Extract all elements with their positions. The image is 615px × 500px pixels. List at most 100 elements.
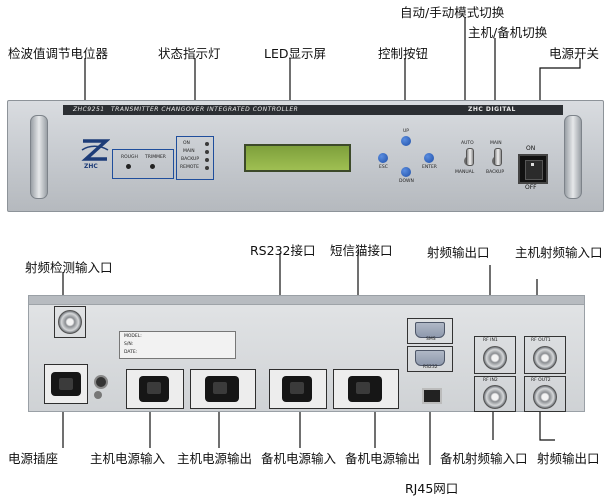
label-led-screen: LED显示屏 bbox=[264, 46, 326, 61]
nameplate-model: MODEL: bbox=[124, 334, 142, 339]
right-handle bbox=[564, 115, 582, 199]
power-on-label: ON bbox=[526, 145, 536, 152]
power-switch[interactable] bbox=[518, 154, 548, 184]
nameplate-sn: S/N: bbox=[124, 342, 134, 347]
ground-terminal[interactable] bbox=[94, 391, 102, 399]
label-main-rf-in: 主机射频输入口 bbox=[515, 245, 603, 260]
label-main-backup: 主机/备机切换 bbox=[468, 25, 548, 40]
sms-connector-frame: SMS bbox=[407, 318, 453, 344]
main-power-in-frame bbox=[126, 369, 184, 409]
label-indicator: 状态指示灯 bbox=[158, 46, 221, 61]
front-title: TRANSMITTER CHANGOVER INTEGRATED CONTROL… bbox=[111, 106, 299, 113]
rf-out-bottom-connector[interactable] bbox=[533, 385, 557, 409]
led-display-screen bbox=[244, 144, 351, 172]
label-control-buttons: 控制按钮 bbox=[378, 46, 429, 61]
nameplate-date: DATE: bbox=[124, 350, 138, 355]
power-inlet-socket[interactable] bbox=[51, 372, 81, 396]
rs232-db9-connector[interactable] bbox=[415, 350, 445, 366]
power-mark-icon bbox=[531, 163, 534, 166]
main-label: MAIN bbox=[490, 141, 502, 146]
label-backup-rf-in: 备机射频输入口 bbox=[440, 451, 528, 466]
backup-label: BACKUP bbox=[486, 170, 505, 175]
front-brand: ZHC DIGITAL bbox=[468, 106, 516, 113]
backup-power-in-frame bbox=[269, 369, 327, 409]
label-auto-manual: 自动/手动模式切换 bbox=[400, 5, 505, 20]
sms-db9-connector[interactable] bbox=[415, 322, 445, 338]
status-indicator-group: ON MAIN BACKUP REMOTE bbox=[176, 136, 214, 180]
rear-panel: MODEL: S/N: DATE: SMS RS232 RF IN1 RF OU… bbox=[28, 295, 585, 412]
auto-manual-toggle[interactable] bbox=[466, 148, 474, 166]
label-rf-detect-in: 射频检测输入口 bbox=[25, 260, 113, 275]
rf-detect-bnc-connector[interactable] bbox=[58, 310, 82, 334]
main-backup-toggle[interactable] bbox=[494, 148, 502, 166]
logo-text: ZHC bbox=[84, 163, 98, 170]
potentiometer-group: ROUGH TRIMMER bbox=[112, 149, 174, 179]
indicator-label-on: ON bbox=[183, 141, 190, 146]
down-label: DOWN bbox=[399, 179, 414, 184]
fuse-holder[interactable] bbox=[94, 375, 108, 389]
rj45-port[interactable] bbox=[422, 388, 442, 404]
label-power-socket: 电源插座 bbox=[8, 451, 59, 466]
pot-label-rough: ROUGH bbox=[121, 155, 138, 160]
left-handle bbox=[30, 115, 48, 199]
auto-label: AUTO bbox=[461, 141, 474, 146]
main-rf-in-connector[interactable] bbox=[533, 346, 557, 370]
pot-label-trimmer: TRIMMER bbox=[145, 155, 166, 160]
esc-button[interactable] bbox=[378, 153, 388, 163]
label-backup-power-in: 备机电源输入 bbox=[261, 451, 337, 466]
main-power-out-frame bbox=[190, 369, 256, 409]
rf-out1-frame: RF OUT1 bbox=[524, 336, 566, 374]
trimmer-pot-knob[interactable] bbox=[150, 164, 155, 169]
zhc-logo-icon bbox=[80, 137, 111, 163]
label-rj45: RJ45网口 bbox=[405, 481, 459, 496]
up-button[interactable] bbox=[401, 136, 411, 146]
label-power-switch: 电源开关 bbox=[549, 46, 600, 61]
power-off-label: OFF bbox=[525, 184, 537, 191]
rf-in2-label: RF IN2 bbox=[483, 378, 498, 383]
nameplate: MODEL: S/N: DATE: bbox=[119, 331, 236, 359]
rf-in1-frame: RF IN1 bbox=[474, 336, 516, 374]
rf-in2-frame: RF IN2 bbox=[474, 376, 516, 412]
main-power-in-socket[interactable] bbox=[139, 376, 169, 402]
rf-detect-connector-frame bbox=[54, 306, 86, 338]
label-rf-out-bottom: 射频输出口 bbox=[537, 451, 600, 466]
led-remote bbox=[205, 166, 209, 170]
manual-label: MANUAL bbox=[455, 170, 475, 175]
led-backup bbox=[205, 158, 209, 162]
rough-pot-knob[interactable] bbox=[126, 164, 131, 169]
power-rocker[interactable] bbox=[525, 160, 543, 180]
up-label: UP bbox=[403, 129, 410, 134]
backup-rf-in-connector[interactable] bbox=[483, 385, 507, 409]
indicator-label-remote: REMOTE bbox=[180, 165, 199, 170]
indicator-label-backup: BACKUP bbox=[181, 157, 200, 162]
label-potentiometer: 检波值调节电位器 bbox=[8, 46, 109, 61]
sms-label: SMS bbox=[426, 337, 436, 342]
power-inlet-frame bbox=[44, 364, 88, 404]
main-power-out-socket[interactable] bbox=[205, 376, 239, 402]
indicator-label-main: MAIN bbox=[183, 149, 195, 154]
led-main bbox=[205, 150, 209, 154]
enter-button[interactable] bbox=[424, 153, 434, 163]
enter-label: ENTER bbox=[422, 165, 437, 170]
rs232-label: RS232 bbox=[423, 365, 438, 370]
rf-out-top-connector[interactable] bbox=[483, 346, 507, 370]
rear-top-strip bbox=[29, 296, 584, 305]
rf-in1-label: RF IN1 bbox=[483, 338, 498, 343]
label-rf-out-top: 射频输出口 bbox=[427, 245, 490, 260]
front-model: ZHC9251 bbox=[73, 106, 105, 113]
backup-power-in-socket[interactable] bbox=[282, 376, 312, 402]
esc-label: ESC bbox=[379, 165, 388, 170]
rf-out2-frame: RF OUT2 bbox=[524, 376, 566, 412]
label-rs232: RS232接口 bbox=[250, 243, 316, 258]
front-panel: ZHC9251 TRANSMITTER CHANGOVER INTEGRATED… bbox=[7, 100, 604, 212]
label-main-power-in: 主机电源输入 bbox=[90, 451, 166, 466]
led-on bbox=[205, 142, 209, 146]
backup-power-out-frame bbox=[333, 369, 399, 409]
backup-power-out-socket[interactable] bbox=[348, 376, 382, 402]
rf-out1-label: RF OUT1 bbox=[531, 338, 551, 343]
label-main-power-out: 主机电源输出 bbox=[177, 451, 253, 466]
down-button[interactable] bbox=[401, 167, 411, 177]
label-sms-modem: 短信猫接口 bbox=[330, 243, 393, 258]
front-title-band: ZHC9251 TRANSMITTER CHANGOVER INTEGRATED… bbox=[63, 105, 563, 115]
label-backup-power-out: 备机电源输出 bbox=[345, 451, 421, 466]
